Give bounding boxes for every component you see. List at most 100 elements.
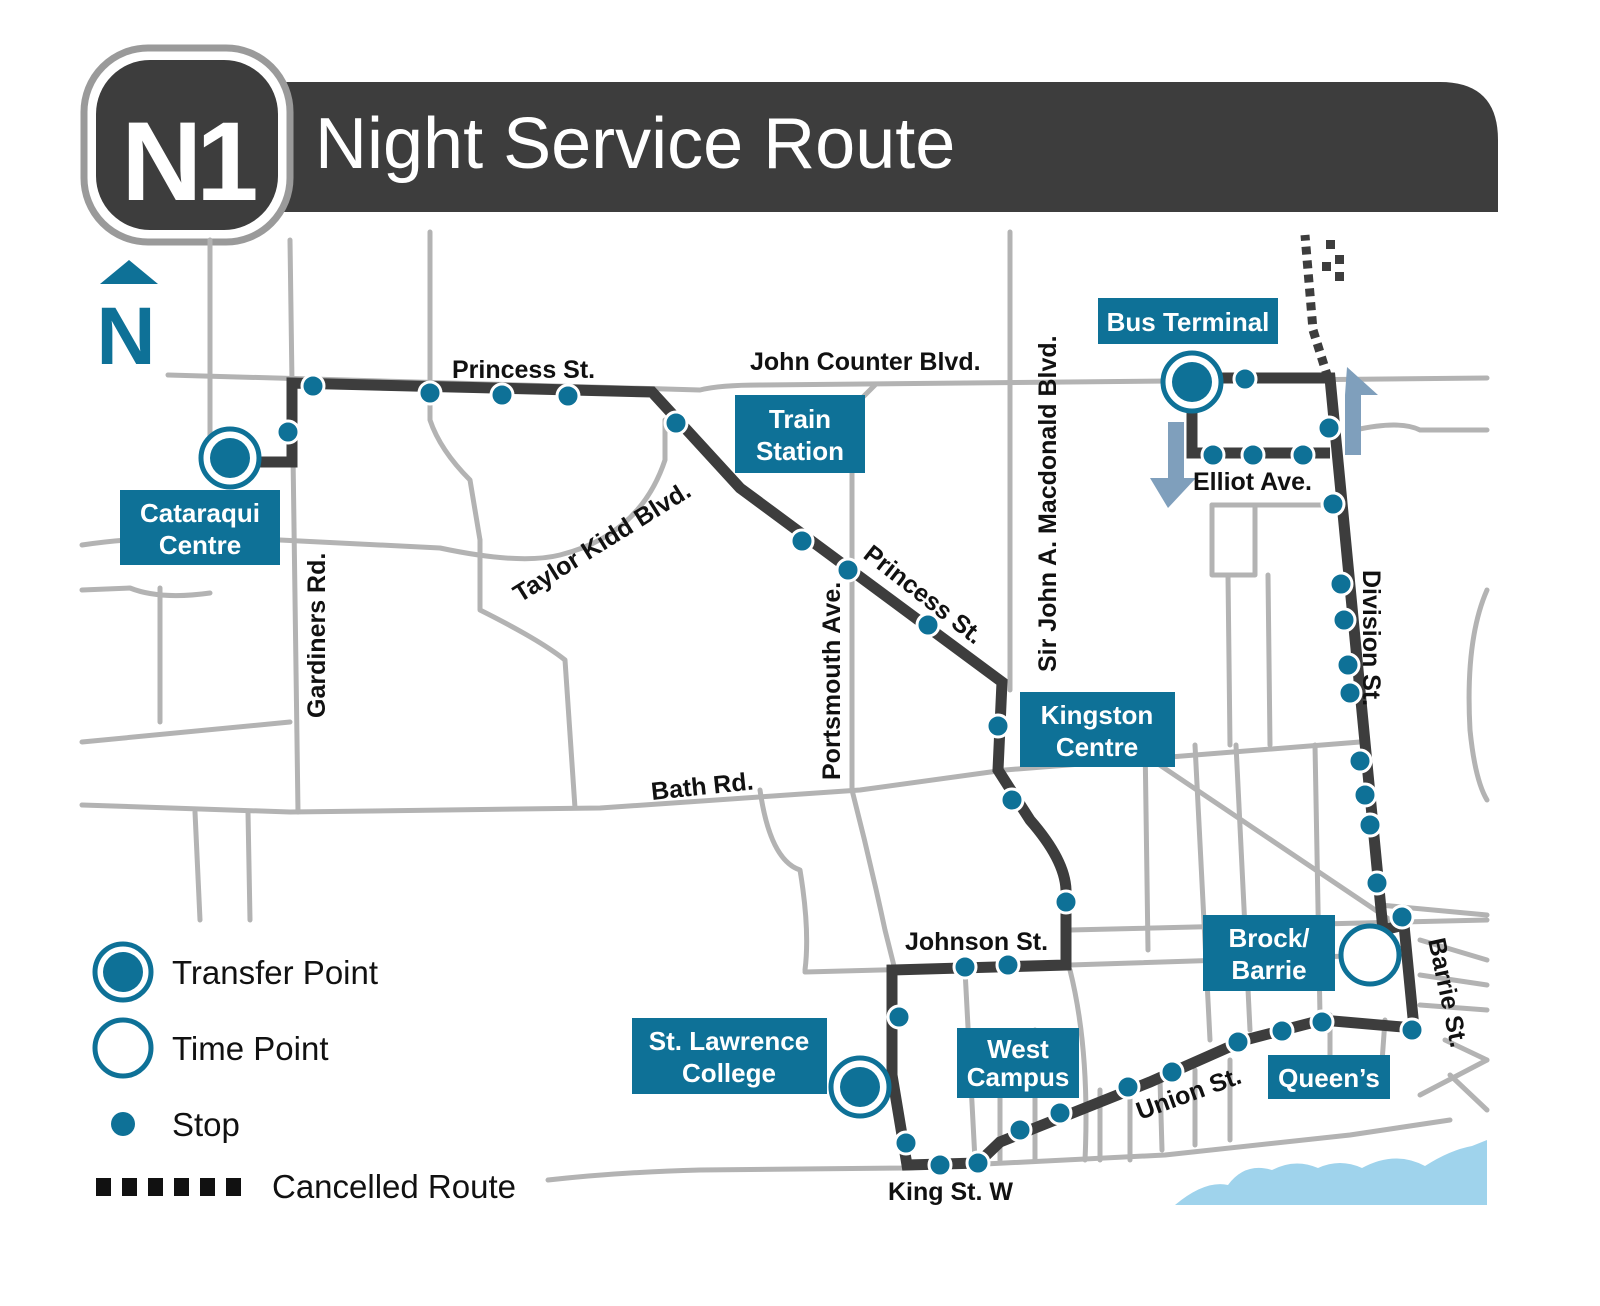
stop: [995, 952, 1021, 978]
svg-text:Cataraqui: Cataraqui: [140, 498, 260, 528]
label-brock-barrie: Brock/ Barrie: [1203, 915, 1335, 991]
stop: [1352, 782, 1378, 808]
stop: [1316, 415, 1342, 441]
stop: [300, 373, 326, 399]
legend-cancelled-route-icon: [96, 1178, 241, 1196]
stop: [1200, 442, 1226, 468]
cancelled-route-ticks: [1322, 240, 1344, 281]
svg-text:West: West: [987, 1034, 1049, 1064]
transfer-point-cataraqui: [198, 426, 262, 490]
stop: [965, 1150, 991, 1176]
stop: [1290, 442, 1316, 468]
stop: [1232, 366, 1258, 392]
stop: [555, 383, 581, 409]
stop: [1335, 652, 1361, 678]
stop: [1269, 1018, 1295, 1044]
transfer-point-st-lawrence: [828, 1055, 892, 1119]
stop: [1337, 680, 1363, 706]
transfer-point-bus-terminal: [1160, 350, 1224, 414]
svg-text:Brock/: Brock/: [1229, 923, 1310, 953]
street-label-division: Division St.: [1357, 570, 1385, 706]
street-label-john-counter: John Counter Blvd.: [750, 348, 981, 376]
stop: [985, 713, 1011, 739]
place-labels: Cataraqui Centre Train Station Bus Termi…: [120, 298, 1390, 1099]
label-queens: Queen’s: [1268, 1055, 1390, 1099]
stop: [1347, 748, 1373, 774]
label-st-lawrence-college: St. Lawrence College: [632, 1018, 827, 1094]
legend-stop-icon: [111, 1112, 135, 1136]
label-train-station: Train Station: [735, 395, 865, 473]
svg-text:Centre: Centre: [1056, 732, 1138, 762]
svg-text:Queen’s: Queen’s: [1278, 1063, 1380, 1093]
stop: [1364, 870, 1390, 896]
stop: [789, 528, 815, 554]
stop: [893, 1130, 919, 1156]
svg-text:Campus: Campus: [967, 1062, 1070, 1092]
stop: [1389, 904, 1415, 930]
stop: [1053, 889, 1079, 915]
stop: [1331, 607, 1357, 633]
header-bar: [270, 82, 1498, 212]
stop: [999, 787, 1025, 813]
stop: [1007, 1117, 1033, 1143]
stop: [835, 557, 861, 583]
stop: [1115, 1074, 1141, 1100]
direction-arrow-southbound-icon: [1150, 422, 1196, 508]
stop: [663, 410, 689, 436]
stop: [952, 954, 978, 980]
label-west-campus: West Campus: [957, 1028, 1079, 1098]
street-label-portsmouth: Portsmouth Ave.: [818, 582, 846, 780]
label-kingston-centre: Kingston Centre: [1020, 692, 1175, 767]
stop: [1225, 1029, 1251, 1055]
stop: [1240, 442, 1266, 468]
stop: [1328, 571, 1354, 597]
street-label-king: King St. W: [888, 1178, 1013, 1206]
route-badge: N1: [121, 99, 256, 224]
lake-water: [1175, 1140, 1487, 1205]
svg-text:Barrie: Barrie: [1231, 955, 1306, 985]
label-cataraqui-centre: Cataraqui Centre: [120, 490, 280, 565]
legend-transfer-point-label: Transfer Point: [172, 954, 378, 991]
svg-text:Bus Terminal: Bus Terminal: [1107, 307, 1270, 337]
label-bus-terminal: Bus Terminal: [1098, 298, 1278, 344]
cancelled-route: [1300, 234, 1333, 380]
stops: [275, 366, 1425, 1178]
street-label-elliot: Elliot Ave.: [1193, 468, 1312, 496]
stop: [489, 382, 515, 408]
badge-inner: [96, 60, 278, 230]
legend-cancelled-route-label: Cancelled Route: [272, 1168, 516, 1205]
n1-route: [232, 372, 1421, 1171]
street-label-johnson: Johnson St.: [905, 928, 1048, 956]
stop: [1357, 812, 1383, 838]
legend-transfer-point-icon: [92, 941, 154, 1003]
stop: [1047, 1100, 1073, 1126]
stop: [1399, 1017, 1425, 1043]
stop: [915, 612, 941, 638]
header: Night Service Route N1: [80, 44, 1498, 246]
svg-text:Station: Station: [756, 436, 844, 466]
street-label-taylor-kidd: Taylor Kidd Blvd.: [508, 476, 696, 608]
road-network: [79, 229, 1490, 1183]
stop: [1309, 1009, 1335, 1035]
svg-text:St. Lawrence: St. Lawrence: [649, 1026, 809, 1056]
svg-text:Kingston: Kingston: [1041, 700, 1154, 730]
street-label-gardiners: Gardiners Rd.: [303, 553, 331, 718]
svg-text:Centre: Centre: [159, 530, 241, 560]
svg-text:College: College: [682, 1058, 776, 1088]
stop: [886, 1004, 912, 1030]
direction-arrow-northbound-icon: [1345, 367, 1378, 455]
legend-time-point-label: Time Point: [172, 1030, 329, 1067]
header-title: Night Service Route: [315, 104, 955, 184]
legend-time-point-icon: [92, 1017, 154, 1079]
north-arrow: N: [96, 260, 158, 382]
north-label: N: [96, 291, 155, 382]
stop: [1320, 491, 1346, 517]
svg-text:Train: Train: [769, 404, 831, 434]
legend-stop-label: Stop: [172, 1106, 240, 1143]
stop: [275, 419, 301, 445]
time-point-brock-barrie: [1338, 923, 1402, 987]
street-label-princess-north: Princess St.: [452, 356, 595, 384]
stop: [927, 1152, 953, 1178]
street-label-sir-john: Sir John A. Macdonald Blvd.: [1034, 335, 1062, 672]
